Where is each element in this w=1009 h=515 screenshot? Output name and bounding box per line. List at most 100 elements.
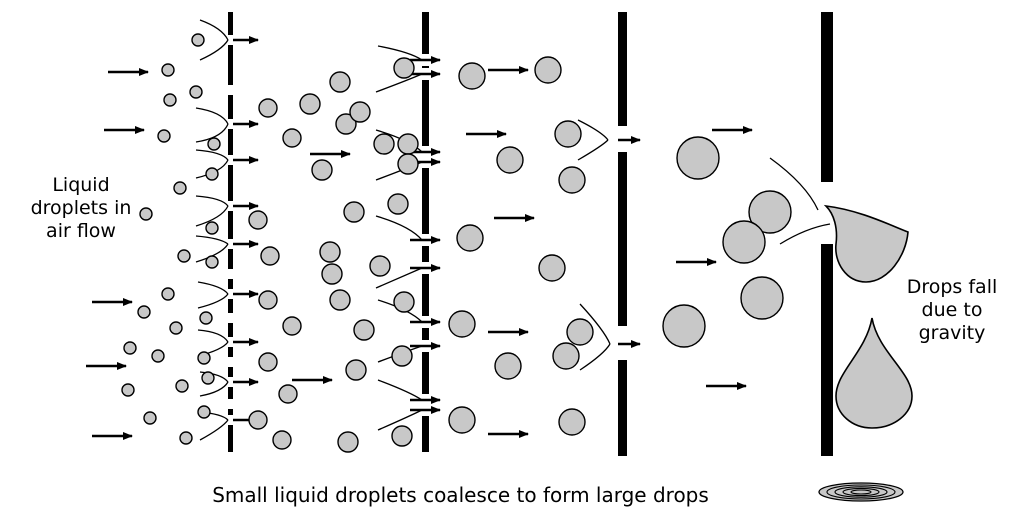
ripple-ring [826,484,896,500]
flow-curve [769,157,819,211]
droplet [335,113,357,135]
flow-curve [377,379,423,401]
droplet [201,371,215,385]
baffle-2-segment [422,246,429,262]
droplet [157,129,171,143]
ripple-ring [850,489,872,495]
droplet [496,146,524,174]
baffle-2-segment [422,80,429,146]
flow-curve [579,343,611,371]
droplet [260,246,280,266]
droplet [393,291,415,313]
droplet [494,352,522,380]
droplet [311,159,333,181]
droplet [205,221,219,235]
baffle-2-segment [422,328,429,340]
ripple-ring [842,487,880,497]
baffle-2-segment [422,168,429,234]
droplet [169,321,183,335]
droplet [258,98,278,118]
caption-text: Small liquid droplets coalesce to form l… [212,483,709,507]
droplet [448,406,476,434]
baffle-1-segment [228,425,233,452]
flow-curve [579,303,611,345]
baffle-1-segment [228,45,233,85]
droplet [349,101,371,123]
droplet [558,408,586,436]
falling-drops [823,204,913,429]
droplet [448,310,476,338]
droplet [391,425,413,447]
baffle-1-segment [228,347,233,357]
droplet [282,128,302,148]
droplet [538,254,566,282]
flow-curve [199,381,229,397]
baffle-1-segment [228,12,233,35]
baffle-1-segment [228,409,233,415]
droplet [151,349,165,363]
droplet [207,137,221,151]
droplet [191,33,205,47]
droplet [137,305,151,319]
droplet [337,431,359,453]
droplet [566,318,594,346]
baffle-1-segment [228,165,233,201]
flow-curve [577,139,609,161]
flow-curve [375,215,423,241]
flow-curve [199,371,229,383]
droplet [173,181,187,195]
baffle-2-segment [422,352,429,394]
droplet [197,351,211,365]
droplet [534,56,562,84]
puddle-ripples [818,482,904,502]
baffle-1-segment [228,279,233,289]
baffle-1-segment [228,129,233,155]
teardrop-falling [835,317,913,429]
droplet [554,120,582,148]
droplet [345,359,367,381]
outflow-label: Drops fall due to gravity [906,276,998,344]
droplet [175,379,189,393]
flow-curve [195,107,229,125]
droplet [189,85,203,99]
droplet [397,153,419,175]
droplet [161,287,175,301]
droplet [299,93,321,115]
flow-curve [199,419,229,441]
baffle-2-segment [422,416,429,452]
droplet [205,255,219,269]
baffle-1-segment [228,95,233,119]
droplet [387,193,409,215]
droplet [197,405,211,419]
baffle-4-segment [821,244,833,456]
caption: Small liquid droplets coalesce to form l… [0,484,1009,507]
droplet [748,190,792,234]
baffle-1-segment [228,299,233,313]
droplet [391,345,413,367]
flow-curve [779,223,831,245]
droplet [163,93,177,107]
droplet [676,136,720,180]
droplet [121,383,135,397]
inflow-label: Liquid droplets in air flow [30,174,132,242]
droplet [456,224,484,252]
droplet [248,210,268,230]
droplet [199,311,213,325]
droplet [258,352,278,372]
droplet [272,430,292,450]
baffle-1-segment [228,323,233,337]
droplet [373,133,395,155]
flow-curve [577,119,609,141]
droplet [722,220,766,264]
droplet [329,289,351,311]
flow-curve [195,243,229,263]
flow-curve [195,195,229,207]
baffle-1-segment [228,249,233,269]
ripple-ring [834,486,888,498]
droplet [282,316,302,336]
flow-curve [195,235,229,245]
baffle-2-segment [422,66,429,68]
droplet [353,319,375,341]
